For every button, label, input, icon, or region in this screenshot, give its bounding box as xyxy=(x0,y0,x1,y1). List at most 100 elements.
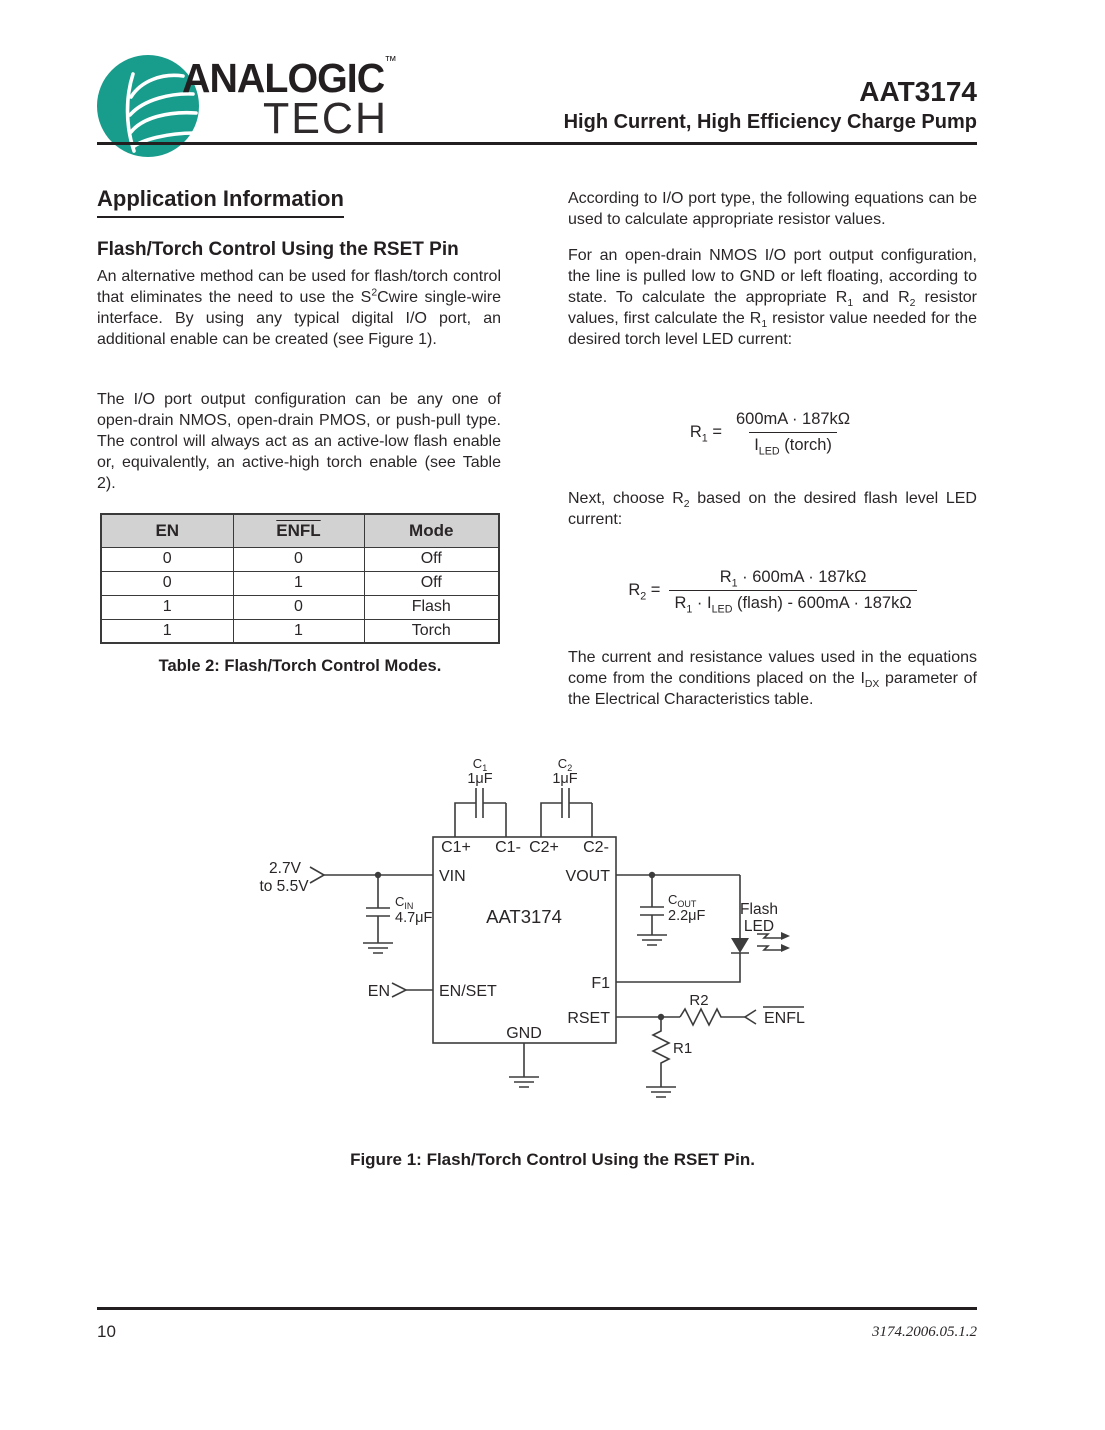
cout-label: COUT xyxy=(668,892,697,909)
page-number: 10 xyxy=(97,1322,116,1341)
pin-label-f1: F1 xyxy=(591,975,610,992)
cell: 0 xyxy=(100,570,234,596)
c2-value: 1μF xyxy=(552,771,577,787)
numerator: R1 · 600mA · 187kΩ xyxy=(719,568,867,590)
logo-text-tech: TECH xyxy=(262,94,388,143)
input-rail-label: to 5.5V xyxy=(259,878,309,895)
col-header-mode: Mode xyxy=(363,513,500,548)
pin-label-c2m: C2- xyxy=(583,839,609,856)
cin-label: CIN xyxy=(395,894,413,911)
arrowhead xyxy=(781,944,790,952)
input-rail-label: 2.7V xyxy=(269,860,302,877)
r1-label: R1 xyxy=(673,1040,692,1057)
enfl-label: ENFL xyxy=(764,1010,805,1027)
numerator: 600mA · 187kΩ xyxy=(735,410,851,428)
pin-label-c1p: C1+ xyxy=(441,839,471,856)
trademark-symbol: ™ xyxy=(384,53,396,68)
en-label: EN xyxy=(368,983,390,1000)
pin-label-rset: RSET xyxy=(567,1010,610,1027)
truth-table: EN ENFL Mode 0 0 Off 0 1 Off 1 0 Flash 1… xyxy=(100,513,500,644)
equation-r1: R1 = 600mA · 187kΩ ILED (torch) xyxy=(568,410,977,457)
paragraph-right-3: Next, choose R2 based on the desired fla… xyxy=(568,490,977,528)
denominator: ILED (torch) xyxy=(749,432,837,457)
junction-dot xyxy=(648,871,656,879)
flash-led-wires xyxy=(616,875,749,983)
c1-value: 1μF xyxy=(467,771,492,787)
part-number: AAT3174 xyxy=(859,76,977,107)
pin-label-vout: VOUT xyxy=(566,868,611,885)
cell: 1 xyxy=(100,618,234,644)
header-rule xyxy=(97,142,977,145)
paragraph-right-4: The current and resistance values used i… xyxy=(568,649,977,708)
c2-capacitor xyxy=(540,788,593,837)
pin-label-c1m: C1- xyxy=(495,839,521,856)
flash-led-label: LED xyxy=(744,918,774,935)
paragraph-left-2: The I/O port output configuration can be… xyxy=(97,391,501,492)
denominator: R1 · ILED (flash) - 600mA · 187kΩ xyxy=(669,590,917,615)
cell: 1 xyxy=(232,618,365,644)
ground-symbol xyxy=(646,1086,676,1098)
logo-text-analogic: ANALOGIC™ xyxy=(182,53,397,101)
table-row: 0 1 Off xyxy=(100,570,500,596)
equation-lhs: R2 = xyxy=(628,581,661,603)
cell: Off xyxy=(363,570,500,596)
c1-label: C1 xyxy=(473,756,487,773)
circuit-diagram: 2.7V to 5.5V CIN 4.7μF EN AAT3174 C1+ C1… xyxy=(259,756,805,1098)
doc-code: 3174.2006.05.1.2 xyxy=(872,1324,977,1340)
table-row: 1 0 Flash xyxy=(100,594,500,620)
cin-capacitor xyxy=(366,875,390,943)
table-row: 0 0 Off xyxy=(100,546,500,572)
page-subtitle: High Current, High Efficiency Charge Pum… xyxy=(563,111,977,133)
ic-label: AAT3174 xyxy=(486,906,562,927)
equation-r2: R2 = R1 · 600mA · 187kΩ R1 · ILED (flash… xyxy=(568,568,977,615)
logo-leaf-icon xyxy=(97,55,199,157)
col-header-en: EN xyxy=(100,513,234,548)
cell: Torch xyxy=(363,618,500,644)
c1-capacitor xyxy=(454,788,507,837)
ground-symbol xyxy=(637,934,667,946)
section-title-wrap: Application Information xyxy=(97,186,501,218)
led-triangle xyxy=(731,938,749,953)
table-caption: Table 2: Flash/Torch Control Modes. xyxy=(158,657,442,675)
section-title: Application Information xyxy=(97,186,344,218)
paragraph-right-1: According to I/O port type, the followin… xyxy=(568,190,977,228)
fraction: R1 · 600mA · 187kΩ R1 · ILED (flash) - 6… xyxy=(669,568,917,615)
cell: 0 xyxy=(232,546,365,572)
arrowhead xyxy=(781,932,790,940)
cell: 0 xyxy=(232,594,365,620)
r2-label: R2 xyxy=(689,992,708,1009)
pin-label-c2p: C2+ xyxy=(529,839,559,856)
light-arrow xyxy=(757,933,781,939)
enfl-connector xyxy=(743,1009,757,1025)
cout-value: 2.2μF xyxy=(668,908,706,924)
r1-resistor xyxy=(651,1017,671,1087)
pin-label-enset: EN/SET xyxy=(439,983,497,1000)
cout-capacitor xyxy=(640,875,664,935)
cell: Off xyxy=(363,546,500,572)
light-arrow xyxy=(757,945,781,951)
equation-lhs: R1 = xyxy=(689,423,722,445)
pin-label-vin: VIN xyxy=(439,868,466,885)
input-connector xyxy=(309,866,326,884)
cin-value: 4.7μF xyxy=(395,910,433,926)
en-connector xyxy=(391,982,408,998)
flash-led-label: Flash xyxy=(740,901,778,918)
truth-table-header-row: EN ENFL Mode xyxy=(100,513,500,548)
r2-resistor xyxy=(679,1007,745,1027)
ground-symbol xyxy=(509,1076,539,1088)
figure-caption: Figure 1: Flash/Torch Control Using the … xyxy=(350,1150,755,1169)
pin-label-gnd: GND xyxy=(506,1025,542,1042)
cell: 0 xyxy=(100,546,234,572)
cell: 1 xyxy=(100,594,234,620)
paragraph-left-1: An alternative method can be used for fl… xyxy=(97,268,501,348)
cell: Flash xyxy=(363,594,500,620)
fraction: 600mA · 187kΩ ILED (torch) xyxy=(731,410,855,457)
footer-rule xyxy=(97,1307,977,1310)
c2-label: C2 xyxy=(558,756,572,773)
paragraph-right-2: For an open-drain NMOS I/O port output c… xyxy=(568,247,978,348)
table-row: 1 1 Torch xyxy=(100,618,500,644)
junction-dot xyxy=(657,1013,665,1021)
ground-symbol xyxy=(363,942,393,954)
subsection-title: Flash/Torch Control Using the RSET Pin xyxy=(97,239,459,260)
